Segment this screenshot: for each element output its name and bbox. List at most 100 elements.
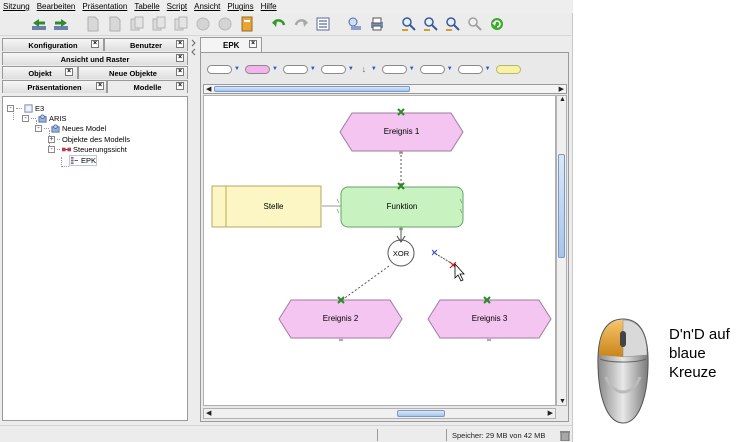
collapse-toggle[interactable]: - [7,105,14,112]
event-shape-3[interactable] [427,299,552,339]
tab-epk[interactable]: EPK × [200,37,262,52]
chevron-down-icon[interactable]: ▼ [271,66,278,72]
palette-scrollbar[interactable]: ◀ ▶ [203,84,567,94]
close-icon[interactable]: × [176,82,184,90]
tree-item-epk[interactable]: EPK [69,155,98,166]
menu-tabelle[interactable]: Tabelle [134,2,160,11]
tree-item-e3[interactable]: - E3 [7,104,44,113]
scroll-thumb[interactable] [397,410,445,417]
chevron-down-icon[interactable]: ▼ [484,66,491,72]
expand-toggle[interactable]: + [48,136,55,143]
xor-connector[interactable] [387,239,415,267]
zoom-out-icon[interactable] [444,15,462,33]
copy-icon[interactable] [172,15,190,33]
chevron-down-icon[interactable]: ▼ [347,66,354,72]
tree-item-neues-model[interactable]: - Neues Model [35,124,106,133]
redo-icon[interactable] [292,15,310,33]
shape-event-swatch[interactable] [244,64,270,74]
connect-handle[interactable] [483,296,491,304]
shape-rect-swatch[interactable] [207,64,232,74]
horizontal-scrollbar[interactable]: ◀ ▶ [203,408,556,419]
scroll-thumb[interactable] [214,86,410,92]
forward-icon[interactable] [52,15,70,33]
tab-konfiguration[interactable]: Konfiguration × [2,38,104,51]
connect-handle[interactable] [397,108,405,116]
event-shape-1[interactable] [339,112,464,152]
disabled-icon[interactable] [194,15,212,33]
scroll-down-icon[interactable]: ▼ [559,398,566,405]
close-icon[interactable]: × [176,54,184,62]
collapse-toggle[interactable]: - [22,115,29,122]
scroll-left-icon[interactable]: ◀ [206,86,212,93]
connect-handle[interactable] [397,182,405,190]
disabled-icon[interactable] [216,15,234,33]
vertical-scrollbar[interactable]: ▲ ▼ [556,95,567,406]
menu-sitzung[interactable]: Sitzung [3,2,30,11]
undo-icon[interactable] [270,15,288,33]
tab-praesentationen-label: Präsentationen [27,82,82,92]
refresh-icon[interactable] [488,15,506,33]
scroll-right-icon[interactable]: ▶ [558,86,564,93]
shape-rect-swatch[interactable] [419,64,445,74]
close-icon[interactable]: × [96,82,104,90]
scroll-thumb[interactable] [558,154,565,258]
xor-label: XOR [392,249,410,258]
tab-neue-objekte[interactable]: Neue Objekte × [78,66,188,79]
shape-rect-swatch[interactable] [381,64,407,74]
zoom-in-icon[interactable] [422,15,440,33]
close-icon[interactable]: × [176,40,184,48]
diagram-canvas[interactable]: Ereignis 1 Funktion Stelle XOR Ereignis … [203,95,556,406]
chevron-down-icon[interactable]: ▼ [370,66,377,72]
chevron-down-icon[interactable]: ▼ [408,66,415,72]
collapse-toggle[interactable]: - [35,125,42,132]
tree-item-aris[interactable]: - ARIS [22,114,67,123]
menu-hilfe[interactable]: Hilfe [260,2,277,11]
menu-plugins[interactable]: Plugins [227,2,254,11]
menu-ansicht[interactable]: Ansicht [194,2,221,11]
blue-connect-cross[interactable] [431,249,438,256]
connect-handle[interactable] [337,296,345,304]
scroll-up-icon[interactable]: ▲ [559,96,566,103]
scroll-left-icon[interactable]: ◀ [206,410,212,417]
menu-script[interactable]: Script [166,2,188,11]
print-icon[interactable] [368,15,386,33]
menu-praesentation[interactable]: Präsentation [82,2,128,11]
close-icon[interactable]: × [176,68,184,76]
tab-benutzer[interactable]: Benutzer × [104,38,188,51]
chevron-down-icon[interactable]: ▼ [309,66,316,72]
tab-modelle[interactable]: Modelle × [107,80,188,93]
notebook-icon[interactable] [238,15,256,33]
shape-org-swatch[interactable] [495,64,521,74]
close-icon[interactable]: × [65,68,73,76]
panel-splitter[interactable] [190,38,198,421]
scroll-right-icon[interactable]: ▶ [547,410,553,417]
zoom-icon[interactable] [400,15,418,33]
copy-icon[interactable] [128,15,146,33]
org-unit-shape[interactable] [211,185,322,228]
shape-rect-swatch[interactable] [320,64,346,74]
chevron-down-icon[interactable]: ▼ [234,66,240,72]
document-icon[interactable] [106,15,124,33]
connector-icon[interactable]: ↓ [361,64,367,74]
shape-rect-swatch[interactable] [282,64,308,74]
tab-ansicht-und-raster[interactable]: Ansicht und Raster × [2,52,188,65]
tab-objekt[interactable]: Objekt × [2,66,78,79]
document-icon[interactable] [84,15,102,33]
connection-line[interactable] [341,265,390,301]
list-icon[interactable] [314,15,332,33]
menu-bearbeiten[interactable]: Bearbeiten [36,2,76,11]
chevron-down-icon[interactable]: ▼ [446,66,453,72]
close-icon[interactable]: × [249,40,257,48]
copy-icon[interactable] [150,15,168,33]
close-icon[interactable]: × [91,40,99,48]
tab-praesentationen[interactable]: Präsentationen × [2,80,107,93]
properties-icon[interactable] [346,15,364,33]
trash-icon[interactable] [560,430,570,441]
collapse-toggle[interactable]: - [48,146,55,153]
back-icon[interactable] [30,15,48,33]
zoom-fit-icon[interactable] [466,15,484,33]
event-shape-2[interactable] [278,299,403,339]
shape-rect-swatch[interactable] [457,64,483,74]
tree-item-objekte-des-modells[interactable]: + Objekte des Modells [48,135,130,144]
tree-item-steuerungssicht[interactable]: - Steuerungssicht [48,145,127,154]
